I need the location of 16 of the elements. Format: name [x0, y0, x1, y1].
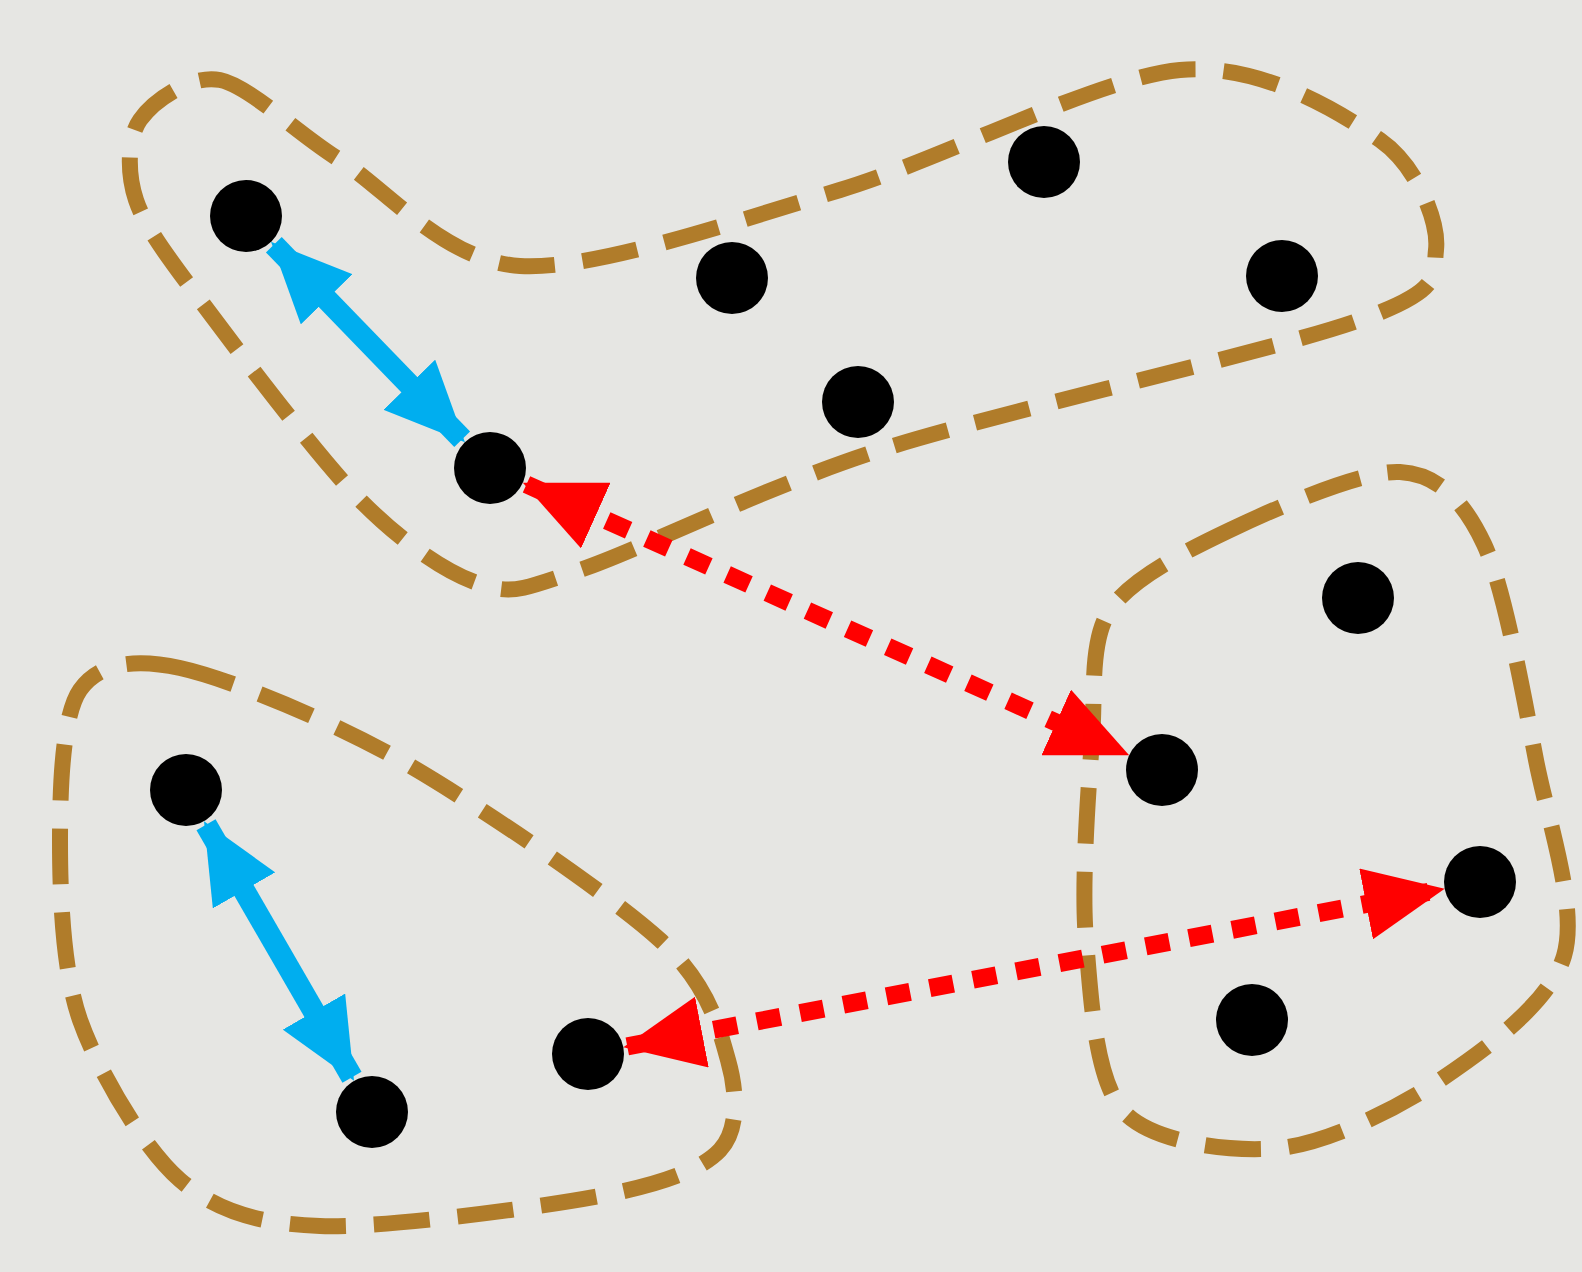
dot: [822, 366, 894, 438]
double-arrow: [623, 868, 1445, 1068]
dot: [210, 180, 282, 252]
dot: [1246, 240, 1318, 312]
dot: [1322, 562, 1394, 634]
dot: [1008, 126, 1080, 198]
dot: [1216, 984, 1288, 1056]
dot: [1126, 734, 1198, 806]
dot: [454, 432, 526, 504]
dot: [552, 1018, 624, 1090]
dot: [1444, 846, 1516, 918]
double-arrow: [196, 819, 362, 1083]
dot: [696, 242, 768, 314]
double-arrow: [265, 237, 471, 447]
dot: [336, 1076, 408, 1148]
dot: [150, 754, 222, 826]
